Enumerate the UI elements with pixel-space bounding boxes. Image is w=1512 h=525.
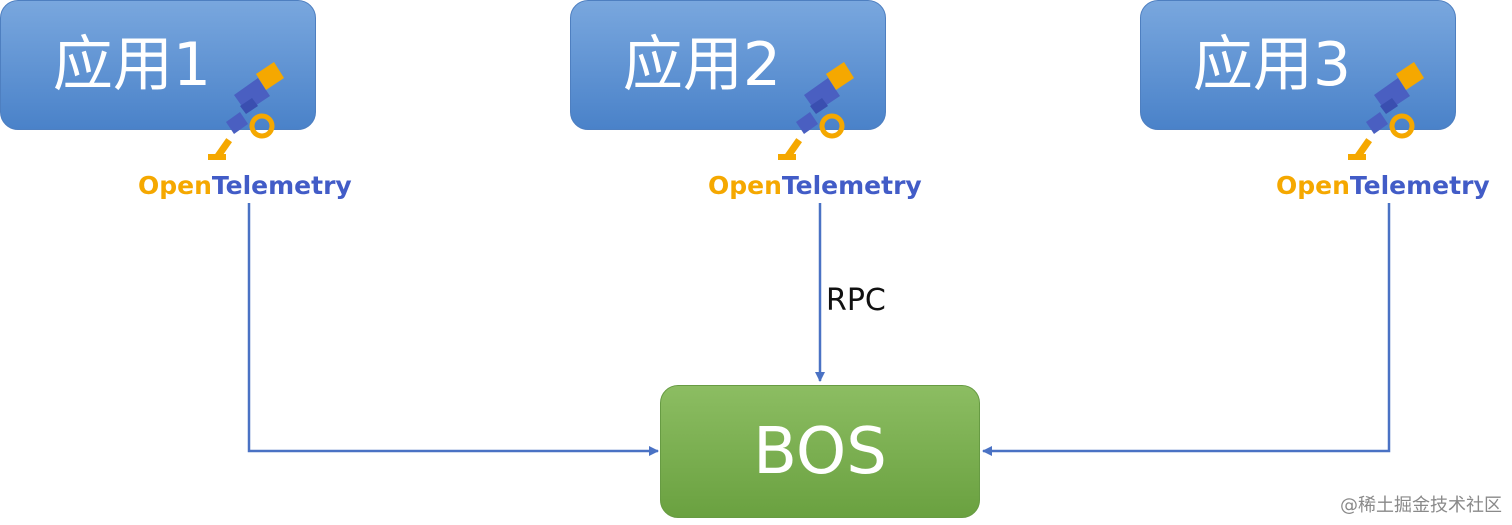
rpc-edge-label: RPC: [826, 283, 886, 318]
connector-app1-bos: [247, 203, 659, 456]
connector-app3-bos: [982, 203, 1391, 456]
bos-label: BOS: [753, 414, 887, 489]
opentelemetry-logo-3: OpenTelemetry: [1276, 171, 1490, 201]
opentelemetry-telemetry-text: Telemetry: [781, 171, 922, 200]
app-box-3: 应用3: [1140, 0, 1456, 130]
telescope-icon: [208, 62, 284, 160]
opentelemetry-telemetry-text: Telemetry: [1349, 171, 1490, 200]
opentelemetry-telemetry-text: Telemetry: [211, 171, 352, 200]
app-label-1: 应用1: [52, 30, 212, 100]
opentelemetry-logo-1: OpenTelemetry: [138, 171, 352, 201]
opentelemetry-open-text: Open: [1276, 171, 1350, 200]
app-box-2: 应用2: [570, 0, 886, 130]
opentelemetry-open-text: Open: [708, 171, 782, 200]
bos-box: BOS: [660, 385, 980, 518]
watermark: @稀土掘金技术社区: [1340, 495, 1502, 516]
opentelemetry-open-text: Open: [138, 171, 212, 200]
opentelemetry-logo-2: OpenTelemetry: [708, 171, 922, 201]
telescope-icon: [778, 62, 854, 160]
app-label-3: 应用3: [1192, 30, 1352, 100]
app-label-2: 应用2: [622, 30, 782, 100]
telescope-icon: [1348, 62, 1424, 160]
app-box-1: 应用1: [0, 0, 316, 130]
